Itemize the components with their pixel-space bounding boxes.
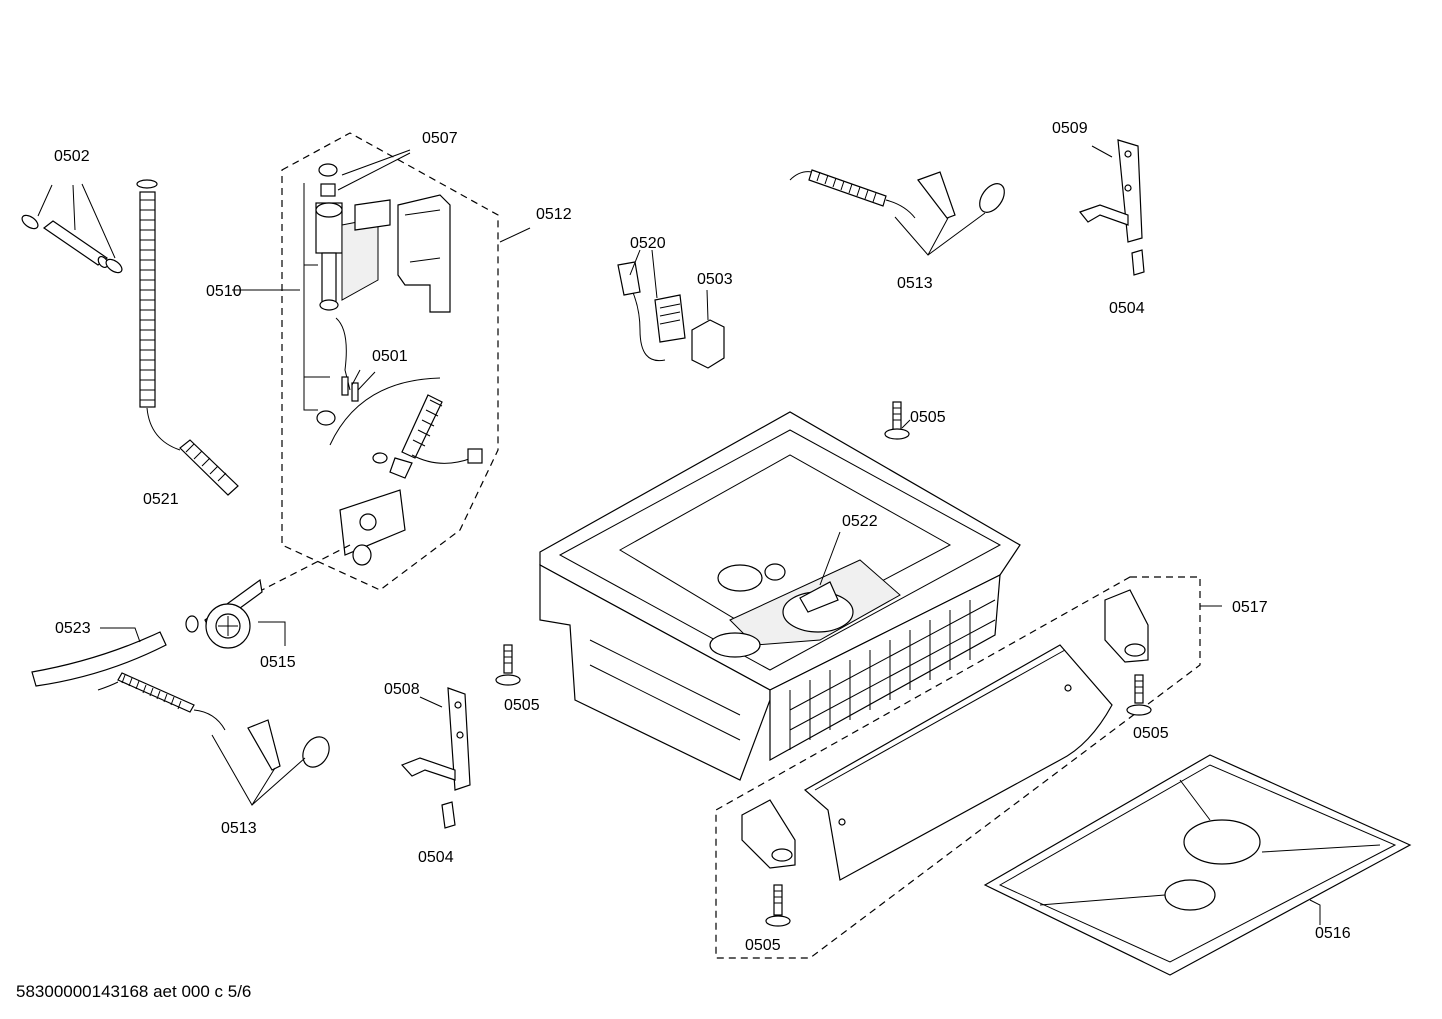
callout-0520: 0520 bbox=[630, 235, 666, 252]
callout-0516: 0516 bbox=[1315, 925, 1351, 942]
callout-0502: 0502 bbox=[54, 148, 90, 165]
callout-0513-upper: 0513 bbox=[897, 275, 933, 292]
valve-assembly-part bbox=[262, 149, 451, 426]
foot-bracket-left-part bbox=[741, 799, 796, 869]
callout-0505-top: 0505 bbox=[910, 409, 946, 426]
callout-0508: 0508 bbox=[384, 681, 420, 698]
hose-with-cable-part bbox=[329, 377, 483, 479]
group-outline-0512 bbox=[281, 132, 499, 591]
callout-0513-lower: 0513 bbox=[221, 820, 257, 837]
callout-0505-right: 0505 bbox=[1133, 725, 1169, 742]
callout-0505-bottom: 0505 bbox=[745, 937, 781, 954]
bracket-lower-part bbox=[400, 687, 471, 829]
callout-0510: 0510 bbox=[206, 283, 242, 300]
callout-0504-upper: 0504 bbox=[1109, 300, 1145, 317]
dispenser-bracket-part bbox=[261, 489, 406, 591]
drain-hose-part bbox=[136, 179, 239, 496]
short-hose-part bbox=[31, 627, 167, 687]
base-tub-part bbox=[539, 411, 1021, 781]
base-tray-part bbox=[983, 754, 1412, 976]
screw-part bbox=[884, 401, 911, 440]
bracket-upper-part bbox=[1079, 139, 1145, 276]
screw-part bbox=[765, 884, 791, 927]
callout-0507: 0507 bbox=[422, 130, 458, 147]
callout-0503: 0503 bbox=[697, 271, 733, 288]
callout-0521: 0521 bbox=[143, 491, 179, 508]
screw-part bbox=[495, 644, 521, 686]
callout-0504-lower: 0504 bbox=[418, 849, 454, 866]
spring-set-upper-part bbox=[789, 169, 1005, 256]
callout-0517: 0517 bbox=[1232, 599, 1268, 616]
callout-0523: 0523 bbox=[55, 620, 91, 637]
callout-0522: 0522 bbox=[842, 513, 878, 530]
screw-part bbox=[1126, 674, 1152, 716]
foot-bracket-right-part bbox=[1104, 589, 1149, 663]
callout-0515: 0515 bbox=[260, 654, 296, 671]
spring-set-lower-part bbox=[97, 672, 330, 806]
callout-0512: 0512 bbox=[536, 206, 572, 223]
pump-part bbox=[185, 578, 286, 649]
callout-0509: 0509 bbox=[1052, 120, 1088, 137]
document-reference-footer: 58300000143168 aet 000 c 5/6 bbox=[16, 982, 252, 1001]
plinth-panel-part bbox=[803, 644, 1113, 881]
hose-piece-part bbox=[21, 183, 123, 274]
callout-0501: 0501 bbox=[372, 348, 408, 365]
callout-0505-middle: 0505 bbox=[504, 697, 540, 714]
cable-connector-part bbox=[617, 249, 725, 369]
leader-0512 bbox=[499, 227, 531, 243]
